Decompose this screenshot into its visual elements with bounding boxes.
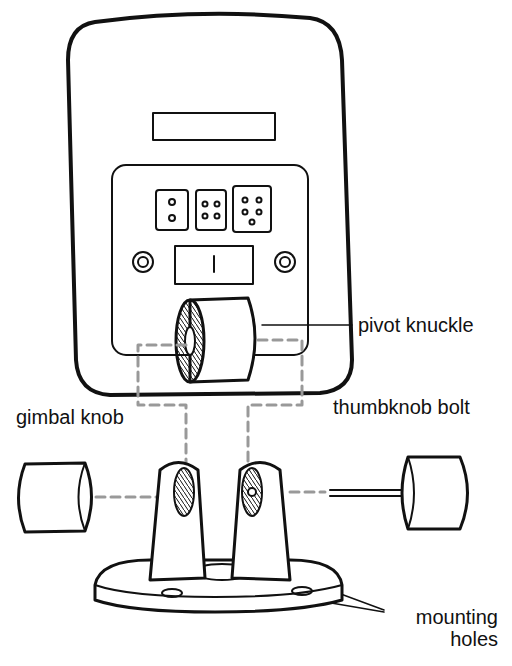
thumbknob <box>402 457 468 529</box>
part-label: mounting holes <box>398 606 498 650</box>
mount-upright <box>150 463 205 581</box>
label-plate <box>153 113 275 140</box>
mount-base <box>95 560 342 612</box>
part-label: pivot knuckle <box>358 314 506 336</box>
part-label: gimbal knob <box>16 406 146 428</box>
gimbal-knob <box>19 463 92 532</box>
display-housing <box>68 14 352 395</box>
part-label: thumbknob bolt <box>333 396 493 418</box>
mount-upright <box>232 463 290 581</box>
